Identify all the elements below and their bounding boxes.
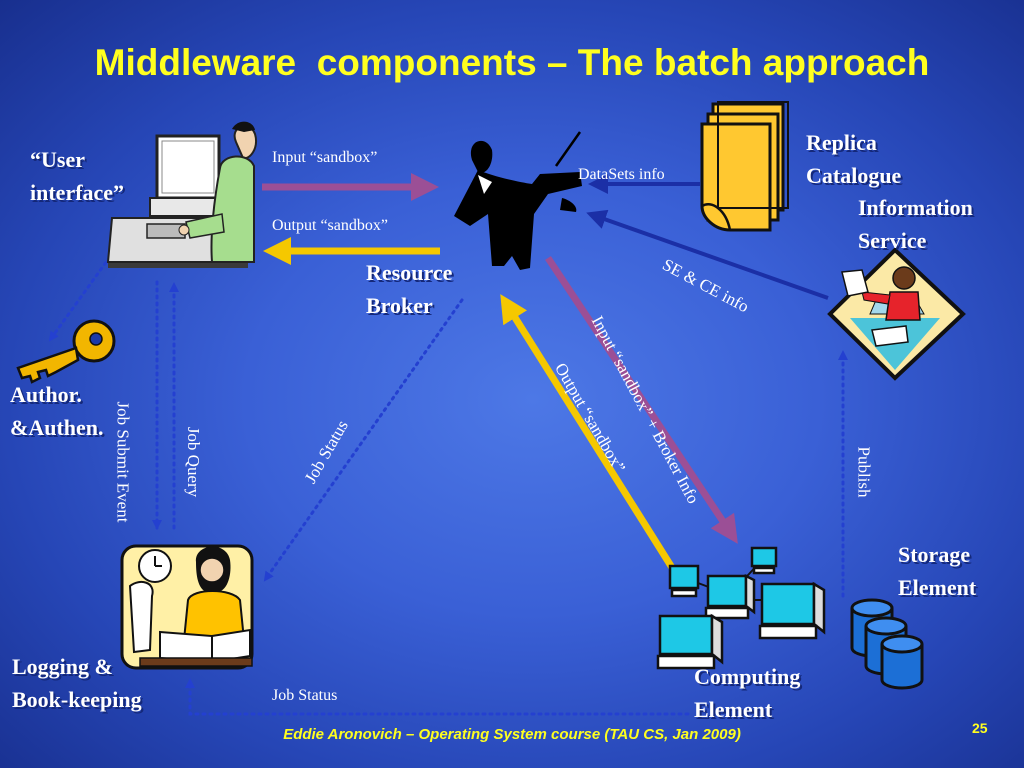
information-service-label: Information Service bbox=[858, 191, 973, 257]
page-title: Middleware components – The batch approa… bbox=[94, 42, 930, 83]
job-status-bottom-arrow bbox=[185, 678, 690, 716]
office-worker-diamond-icon bbox=[827, 247, 966, 381]
replica-catalogue-line: Catalogue bbox=[806, 163, 902, 188]
storage-element-line: Element bbox=[898, 575, 977, 600]
computer-network-icon bbox=[656, 546, 826, 670]
output-ce-arrow bbox=[500, 294, 679, 576]
database-cylinders-icon bbox=[850, 598, 924, 690]
logging-line: Book-keeping bbox=[12, 687, 142, 712]
computer-user-icon bbox=[106, 121, 257, 268]
conductor-icon bbox=[454, 131, 582, 270]
footer-text: Eddie Aronovich – Operating System cours… bbox=[283, 726, 741, 743]
publish-label: Publish bbox=[854, 446, 874, 498]
job-submit-event-label: Job Submit Event bbox=[113, 401, 133, 523]
computing-element-line: Element bbox=[694, 697, 773, 722]
logging-bookkeeping-label: Logging & Book-keeping bbox=[12, 650, 142, 716]
job-query-label: Job Query bbox=[184, 426, 204, 498]
documents-icon bbox=[700, 101, 789, 232]
job-status-diag-arrow bbox=[263, 298, 464, 582]
user-interface-label: “User interface” bbox=[30, 143, 124, 209]
information-service-line: Service bbox=[858, 228, 927, 253]
output-sandbox-label: Output “sandbox” bbox=[272, 217, 388, 234]
storage-element-label: Storage Element bbox=[898, 538, 976, 604]
bookkeeper-icon bbox=[120, 544, 254, 670]
user-interface-line: interface” bbox=[30, 180, 125, 205]
page-number: 25 bbox=[972, 720, 988, 736]
information-service-line: Information bbox=[858, 195, 973, 220]
logging-line: Logging & bbox=[12, 654, 113, 679]
resource-broker-line: Resource bbox=[366, 260, 453, 285]
input-broker-arrow bbox=[545, 256, 738, 544]
datasets-info-label: DataSets info bbox=[578, 166, 665, 183]
replica-catalogue-label: Replica Catalogue bbox=[806, 126, 901, 192]
computing-element-label: Computing Element bbox=[694, 660, 800, 726]
resource-broker-label: Resource Broker bbox=[366, 256, 452, 322]
resource-broker-line: Broker bbox=[366, 293, 433, 318]
author-line: &Authen. bbox=[10, 415, 104, 440]
replica-catalogue-line: Replica bbox=[806, 130, 877, 155]
job-status-bottom-label: Job Status bbox=[272, 687, 338, 704]
se-ce-info-arrow bbox=[586, 209, 829, 300]
user-interface-line: “User bbox=[30, 147, 85, 172]
author-line: Author. bbox=[10, 382, 82, 407]
input-sandbox-label: Input “sandbox” bbox=[272, 149, 378, 166]
author-authen-label: Author. &Authen. bbox=[10, 378, 104, 444]
key-icon bbox=[16, 319, 116, 384]
storage-element-line: Storage bbox=[898, 542, 971, 567]
computing-element-line: Computing bbox=[694, 664, 801, 689]
